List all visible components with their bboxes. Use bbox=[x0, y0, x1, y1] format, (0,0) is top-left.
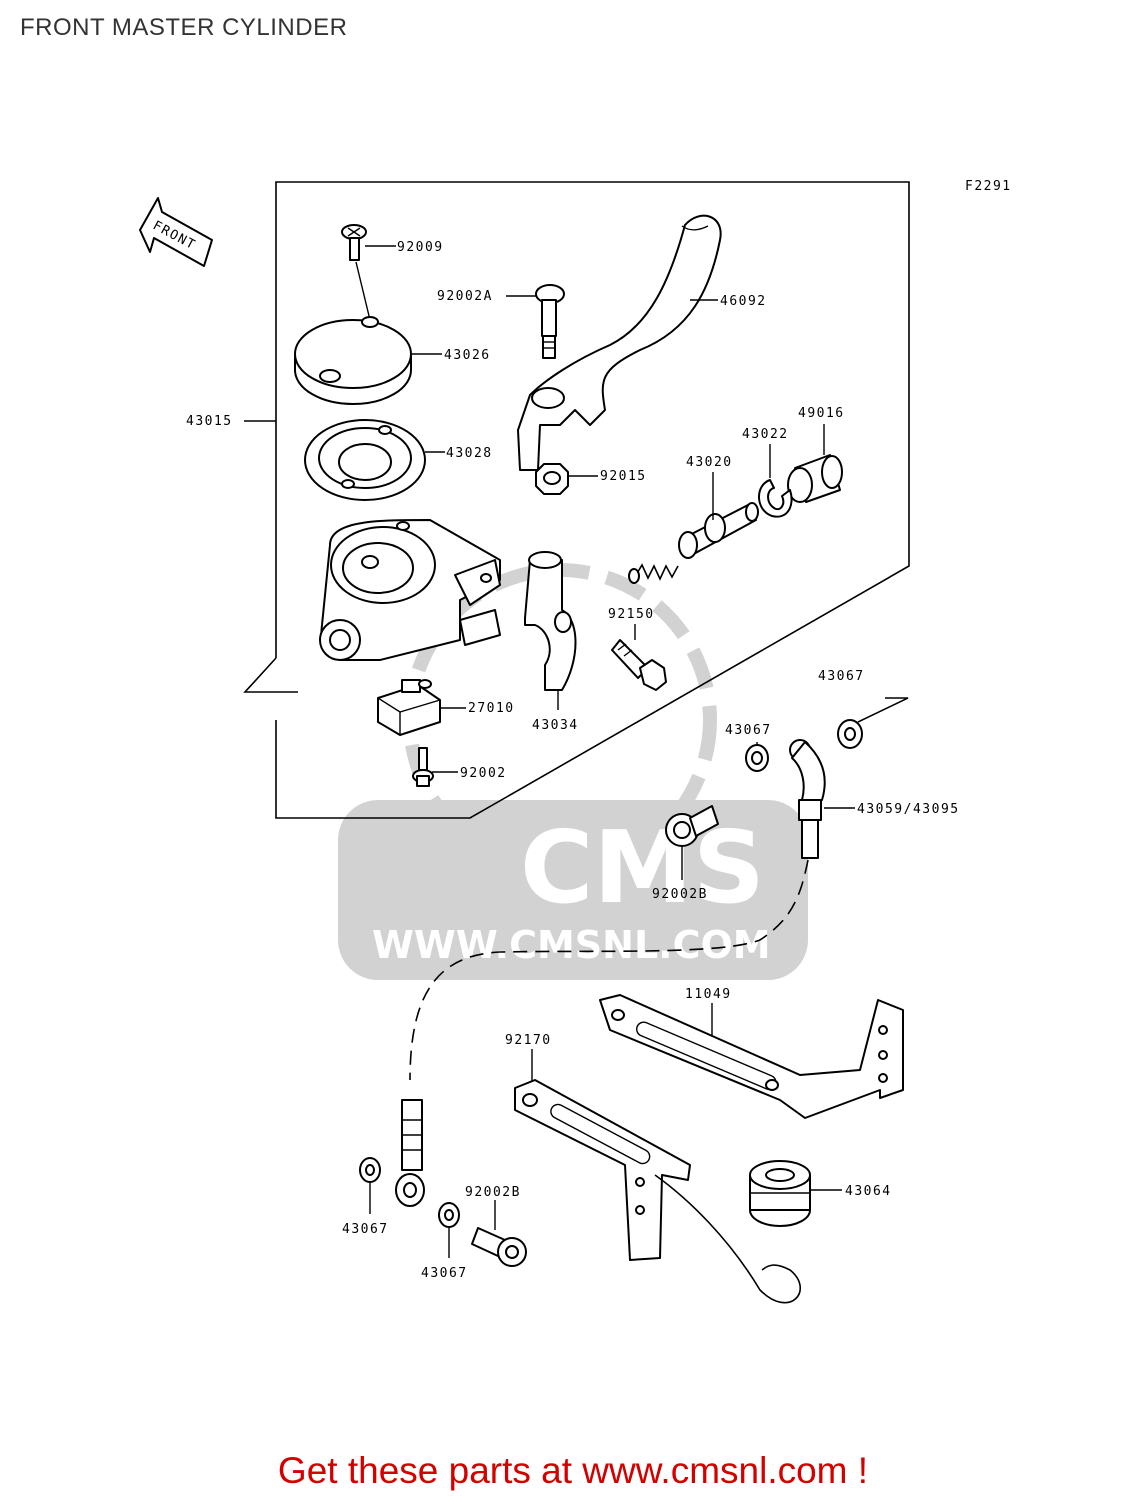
page-title: FRONT MASTER CYLINDER bbox=[20, 14, 348, 41]
leader-lines bbox=[244, 245, 909, 1258]
callout-43015: 43015 bbox=[186, 414, 233, 429]
dust-boot-49016 bbox=[787, 454, 843, 503]
callout-43059-43095: 43059/43095 bbox=[857, 802, 960, 817]
holder-43034 bbox=[524, 551, 577, 691]
callout-92015: 92015 bbox=[600, 469, 647, 484]
footer-promo: Get these parts at www.cmsnl.com ! bbox=[277, 1450, 869, 1491]
bolt-92150 bbox=[611, 639, 667, 691]
lever-46092 bbox=[517, 214, 722, 471]
brake-switch-27010 bbox=[377, 679, 441, 736]
screw-92009 bbox=[341, 224, 367, 261]
callout-43064: 43064 bbox=[845, 1184, 892, 1199]
callout-92150: 92150 bbox=[608, 607, 655, 622]
callout-92002A: 92002A bbox=[437, 289, 493, 304]
master-cylinder-body bbox=[319, 519, 501, 661]
callout-92002B-lower: 92002B bbox=[465, 1185, 521, 1200]
diaphragm-43028 bbox=[304, 419, 426, 501]
nut-92015 bbox=[535, 463, 569, 495]
washer-43067-b bbox=[745, 744, 769, 772]
callout-43067-top: 43067 bbox=[818, 669, 865, 684]
callout-46092: 46092 bbox=[720, 294, 767, 309]
callout-11049: 11049 bbox=[685, 987, 732, 1002]
callout-43022: 43022 bbox=[742, 427, 789, 442]
brake-hose-fitting bbox=[789, 739, 826, 859]
assembly-outline-notch bbox=[243, 657, 298, 693]
callout-43028: 43028 bbox=[446, 446, 493, 461]
piston-43020 bbox=[628, 502, 759, 584]
callout-43067-lower-right: 43067 bbox=[421, 1266, 468, 1281]
banjo-bolt-92002B-lower bbox=[471, 1227, 527, 1267]
callout-43067-mid: 43067 bbox=[725, 723, 772, 738]
callout-43034: 43034 bbox=[532, 718, 579, 733]
callout-43067-lower-left: 43067 bbox=[342, 1222, 389, 1237]
callout-92002B-upper: 92002B bbox=[652, 887, 708, 902]
screw-92002 bbox=[412, 747, 434, 787]
figure-code: F2291 bbox=[965, 179, 1012, 194]
bracket-11049 bbox=[599, 994, 904, 1119]
bracket-92170 bbox=[514, 1079, 802, 1304]
watermark-url: WWW.CMSNL.COM bbox=[372, 923, 771, 967]
callout-92170: 92170 bbox=[505, 1033, 552, 1048]
washer-43067-c bbox=[359, 1157, 381, 1183]
circlip-43022 bbox=[758, 479, 793, 518]
watermark-brand: CMS bbox=[520, 809, 765, 926]
callout-92002: 92002 bbox=[460, 766, 507, 781]
callout-43026: 43026 bbox=[444, 348, 491, 363]
cms-watermark: CMS WWW.CMSNL.COM bbox=[338, 563, 808, 980]
washer-43067-a bbox=[837, 719, 863, 749]
banjo-bolt-92002B-upper bbox=[665, 805, 719, 847]
reservoir-cap-43026 bbox=[294, 316, 412, 405]
grommet-43064 bbox=[749, 1160, 811, 1227]
callout-49016: 49016 bbox=[798, 406, 845, 421]
brake-hose-lower-end bbox=[395, 1099, 425, 1207]
washer-43067-d bbox=[438, 1202, 460, 1228]
callout-43020: 43020 bbox=[686, 455, 733, 470]
callout-27010: 27010 bbox=[468, 701, 515, 716]
callout-92009: 92009 bbox=[397, 240, 444, 255]
pivot-bolt-92002A bbox=[535, 284, 565, 359]
front-arrow-icon: FRONT bbox=[139, 197, 213, 267]
assembly-outline bbox=[275, 181, 910, 819]
